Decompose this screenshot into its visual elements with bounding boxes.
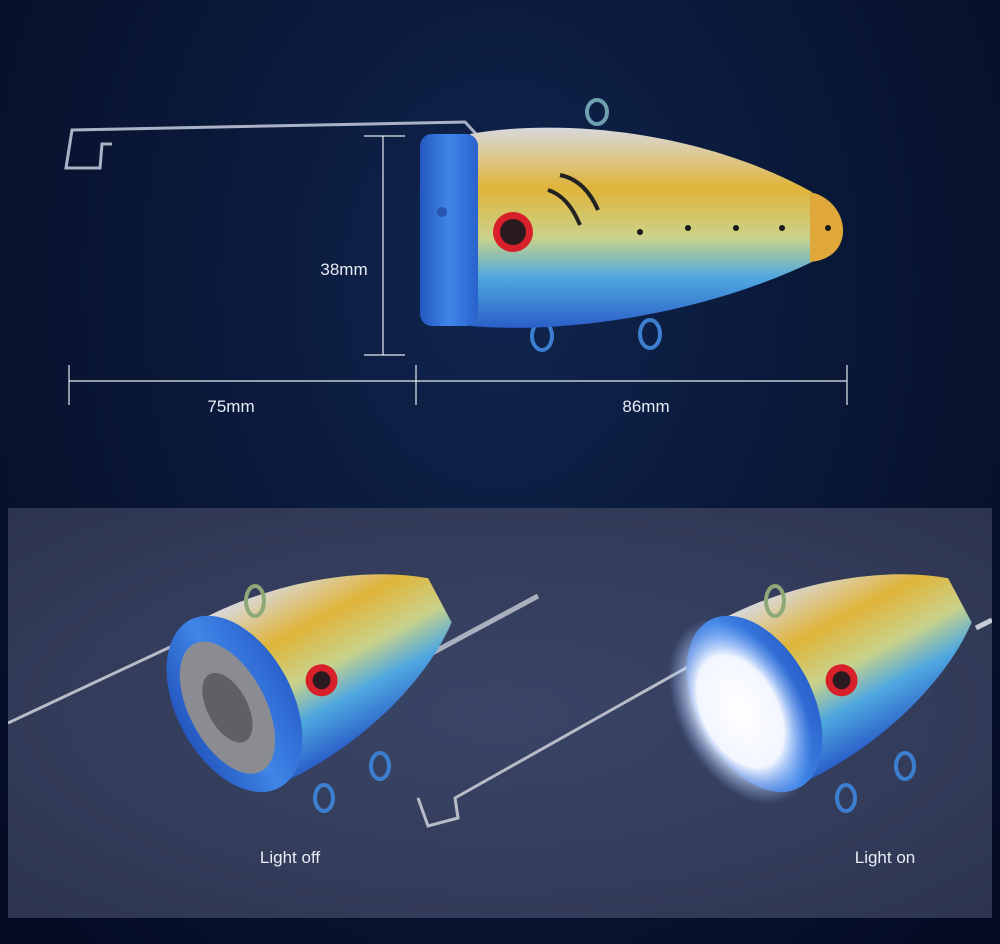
camera-light-off bbox=[166, 574, 452, 793]
body-length-label: 86mm bbox=[622, 397, 670, 416]
light-comparison-illustration bbox=[8, 574, 992, 828]
top-loop bbox=[585, 98, 609, 126]
bracket-rod bbox=[8, 639, 192, 725]
dimension-lines bbox=[68, 135, 848, 405]
rod-length-label: 75mm bbox=[207, 397, 255, 416]
camera-light-on bbox=[668, 574, 972, 805]
light-on-caption: Light on bbox=[854, 848, 916, 867]
height-dimension-label: 38mm bbox=[320, 260, 368, 279]
camera-body bbox=[470, 127, 812, 328]
lens-ring bbox=[420, 134, 478, 326]
light-off-caption: Light off bbox=[259, 848, 321, 867]
bracket-rod bbox=[64, 120, 480, 170]
light-comparison-panel: Light off Light on bbox=[8, 508, 992, 918]
